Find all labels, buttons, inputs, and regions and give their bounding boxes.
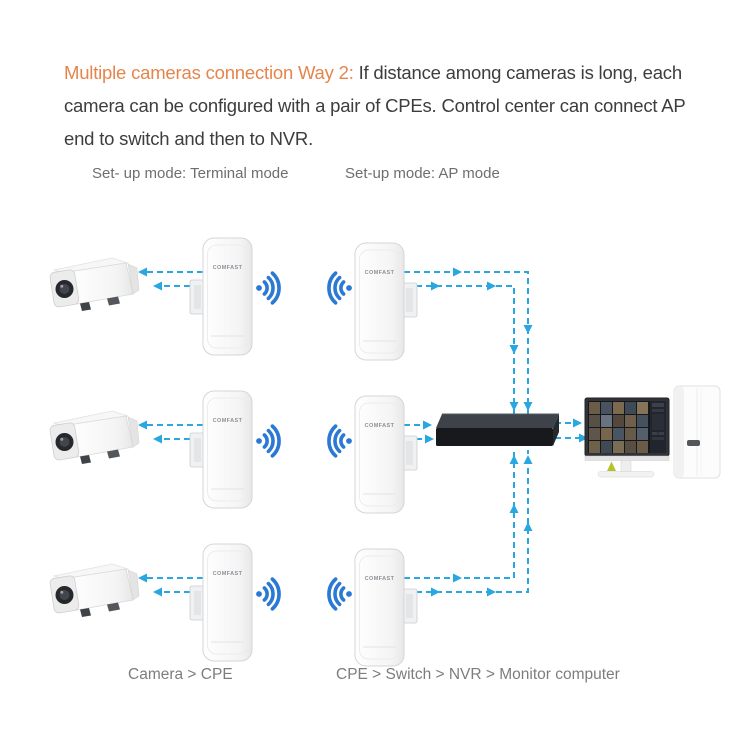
- monitor: [584, 397, 670, 478]
- cctv-camera: [48, 410, 140, 465]
- monitor-sidebar: [650, 401, 666, 453]
- header-line2: camera can be configured with a pair of …: [64, 95, 686, 116]
- cctv-camera: [48, 257, 140, 312]
- wifi-icon: [327, 424, 354, 458]
- dashed-line: [416, 285, 515, 414]
- arrowhead-icon: [509, 455, 519, 464]
- cpe-body: [202, 543, 253, 662]
- cpe-bracket-slot: [406, 288, 413, 312]
- pc-tower: [673, 385, 721, 479]
- cpe-brand-text: COMFAST: [213, 418, 243, 424]
- cpe-body: [202, 390, 253, 509]
- flow-label-camera-cpe: Camera > CPE: [128, 666, 233, 683]
- header-text: Multiple cameras connection Way 2: If di…: [64, 56, 744, 155]
- wifi-icon: [327, 577, 354, 611]
- header-line1: If distance among cameras is long, each: [353, 62, 683, 83]
- arrowhead-icon: [523, 402, 533, 411]
- arrowhead-icon: [431, 281, 440, 291]
- arrowhead-icon: [487, 281, 496, 291]
- switch-side: [553, 414, 559, 446]
- arrowhead-icon: [138, 573, 147, 583]
- wifi-icon: [254, 271, 281, 305]
- arrowhead-icon: [138, 420, 147, 430]
- cpe-ap: COMFAST: [354, 242, 418, 361]
- tower-handle: [687, 440, 700, 446]
- cpe-ap: COMFAST: [354, 548, 418, 667]
- arrowhead-icon: [509, 504, 519, 513]
- cpe-bracket-slot: [194, 591, 201, 615]
- setup-mode-label-terminal: Set- up mode: Terminal mode: [92, 165, 289, 182]
- monitor-stand-neck: [620, 460, 632, 472]
- tower-shade: [674, 386, 684, 478]
- cpe-ap: COMFAST: [354, 395, 418, 514]
- cpe-bracket-slot: [406, 441, 413, 465]
- cpe-brand-text: COMFAST: [213, 265, 243, 271]
- arrowhead-icon: [153, 587, 162, 597]
- cpe-terminal: COMFAST: [189, 237, 253, 356]
- brand-logo-mark: [607, 461, 616, 471]
- arrowhead-icon: [431, 587, 440, 597]
- surveillance-grid: [589, 402, 648, 453]
- arrowhead-icon: [523, 325, 533, 334]
- header-line3: end to switch and then to NVR.: [64, 128, 314, 149]
- switch-top: [436, 414, 559, 428]
- arrowhead-icon: [453, 573, 462, 583]
- cpe-bracket-slot: [406, 594, 413, 618]
- wifi-icon: [254, 577, 281, 611]
- wifi-icon: [254, 424, 281, 458]
- arrowhead-icon: [453, 267, 462, 277]
- flow-label-cpe-switch-nvr-monitor: CPE > Switch > NVR > Monitor computer: [336, 666, 620, 683]
- monitor-stand-base: [597, 471, 655, 478]
- header-highlight: Multiple cameras connection Way 2:: [64, 62, 354, 83]
- cpe-bracket-slot: [194, 438, 201, 462]
- cctv-camera: [48, 563, 140, 618]
- cpe-brand-text: COMFAST: [213, 571, 243, 577]
- wifi-icon: [327, 271, 354, 305]
- cpe-bracket-slot: [194, 285, 201, 309]
- cpe-terminal: COMFAST: [189, 543, 253, 662]
- arrowhead-icon: [573, 418, 582, 428]
- cpe-brand-text: COMFAST: [365, 270, 395, 276]
- arrowhead-icon: [487, 587, 496, 597]
- arrowhead-icon: [509, 402, 519, 411]
- cpe-terminal: COMFAST: [189, 390, 253, 509]
- monitor-chin: [584, 455, 670, 461]
- arrowhead-icon: [509, 345, 519, 354]
- cpe-brand-text: COMFAST: [365, 423, 395, 429]
- cpe-brand-text: COMFAST: [365, 576, 395, 582]
- arrowhead-icon: [523, 455, 533, 464]
- arrowhead-icon: [523, 522, 533, 531]
- arrowhead-icon: [425, 434, 434, 444]
- cpe-body: [354, 548, 405, 667]
- switch-front: [436, 428, 553, 446]
- switch-nvr: [436, 413, 559, 446]
- dashed-line: [404, 271, 529, 414]
- arrowhead-icon: [138, 267, 147, 277]
- dashed-line: [404, 450, 515, 579]
- cpe-body: [354, 242, 405, 361]
- arrowhead-icon: [423, 420, 432, 430]
- arrowhead-icon: [153, 281, 162, 291]
- arrowhead-icon: [153, 434, 162, 444]
- dashed-line: [416, 450, 529, 593]
- setup-mode-label-ap: Set-up mode: AP mode: [345, 165, 500, 182]
- cpe-body: [202, 237, 253, 356]
- cpe-body: [354, 395, 405, 514]
